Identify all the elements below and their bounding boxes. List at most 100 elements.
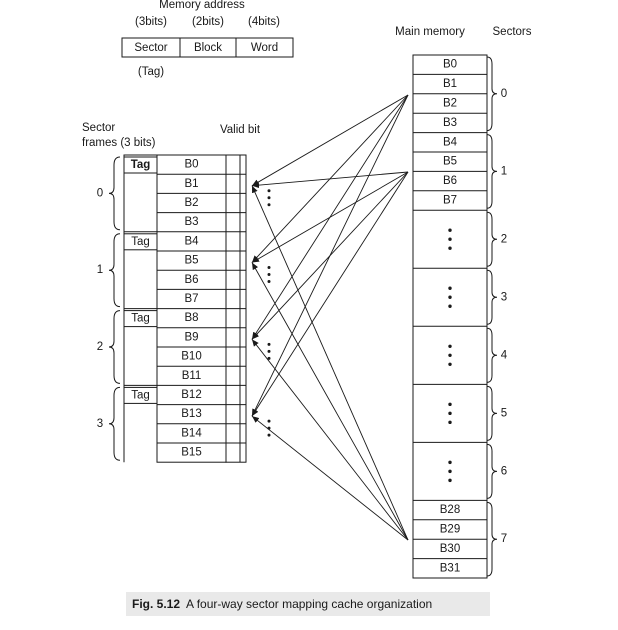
address-field-block: Block: [194, 42, 222, 54]
mapping-arrow: [251, 171, 409, 189]
sector-brace-3: [486, 269, 498, 325]
frame-bracket-3: [123, 384, 157, 463]
mapping-arrow: [251, 171, 409, 340]
mapping-ellipsis-dot: [267, 349, 271, 353]
sectors-heading: Sectors: [493, 26, 532, 38]
memory-ellipsis-dot: [448, 478, 452, 483]
frame-number-1: 1: [97, 264, 103, 276]
sector-number-4: 4: [501, 349, 508, 361]
cache-heading-line1: Sector: [82, 122, 115, 134]
mapping-ellipsis-dot: [267, 189, 271, 193]
sector-brace-1: [486, 134, 498, 209]
mapping-ellipsis-dot: [267, 433, 271, 437]
sector-number-1: 1: [501, 165, 507, 177]
sector-number-6: 6: [501, 465, 507, 477]
sector-brace-0: [486, 56, 498, 132]
cache-block-b11: B11: [182, 370, 202, 382]
memory-ellipsis-dot: [448, 460, 452, 465]
figure-caption: Fig. 5.12 A four-way sector mapping cache…: [126, 592, 490, 616]
cache-block-b2: B2: [184, 197, 198, 209]
memory-address-title: Memory address: [159, 0, 245, 11]
frame-bracket-0: [123, 154, 157, 232]
cache-block-b15: B15: [181, 447, 201, 459]
mapping-arrow: [251, 94, 409, 187]
sector-number-3: 3: [501, 291, 507, 303]
memory-ellipsis-dot: [448, 295, 452, 299]
cache-block-b0: B0: [184, 159, 198, 171]
address-tag-note: (Tag): [138, 66, 164, 78]
figure-caption-text: A four-way sector mapping cache organiza…: [186, 597, 433, 611]
memory-block-top-b2: B2: [443, 98, 457, 110]
cache-block-b10: B10: [181, 351, 201, 363]
cache-block-b13: B13: [181, 408, 201, 420]
sector-number-2: 2: [501, 233, 507, 245]
main-memory-heading: Main memory: [395, 26, 465, 38]
cache-block-b5: B5: [184, 255, 198, 267]
valid-bit-label: Valid bit: [220, 124, 261, 136]
mapping-ellipsis-dot: [267, 273, 271, 277]
memory-ellipsis-dot: [448, 286, 452, 290]
sector-number-5: 5: [501, 407, 507, 419]
memory-block-bottom-b29: B29: [440, 524, 460, 536]
cache-heading-line2: frames (3 bits): [82, 137, 156, 149]
cache-block-b7: B7: [184, 293, 198, 305]
tag-label-2: Tag: [131, 313, 150, 325]
figure-caption-label: Fig. 5.12: [132, 597, 181, 611]
sector-number-0: 0: [501, 88, 507, 100]
cache-block-b12: B12: [181, 389, 201, 401]
cache-block-b8: B8: [184, 312, 198, 324]
mapping-arrow: [251, 339, 409, 541]
sector-brace-2: [486, 211, 498, 267]
sector-brace-4: [486, 327, 498, 383]
sector-brace-5: [486, 385, 498, 441]
memory-ellipsis-dot: [448, 411, 452, 416]
mapping-ellipsis-dot: [267, 203, 271, 207]
memory-ellipsis-dot: [448, 237, 452, 241]
tag-box-3: [123, 386, 158, 404]
tag-box-1: [123, 233, 158, 251]
cache-block-b3: B3: [184, 216, 198, 228]
frame-number-0: 0: [97, 187, 103, 199]
memory-block-bottom-b30: B30: [440, 543, 460, 555]
memory-ellipsis-dot: [448, 246, 452, 250]
memory-ellipsis-dot: [448, 469, 452, 474]
memory-block-top-b5: B5: [443, 156, 457, 168]
tag-label-1: Tag: [131, 236, 150, 248]
mapping-ellipsis-dot: [267, 196, 271, 200]
sector-brace-7: [486, 501, 498, 577]
memory-block-bottom-b28: B28: [440, 504, 460, 516]
frame-number-2: 2: [97, 341, 103, 353]
address-bits-0: (3bits): [135, 16, 167, 28]
frame-brace-3: [108, 386, 121, 461]
cache-block-b14: B14: [181, 427, 202, 439]
mapping-ellipsis-dot: [267, 356, 271, 360]
mapping-arrow: [251, 185, 409, 541]
memory-block-top-b3: B3: [443, 117, 457, 129]
memory-ellipsis-dot: [448, 362, 452, 366]
memory-ellipsis-dot: [448, 402, 452, 407]
mapping-arrow: [251, 171, 409, 417]
tag-box-2: [123, 310, 158, 328]
mapping-arrow: [251, 415, 409, 541]
tag-label-0: Tag: [131, 159, 151, 171]
frame-number-3: 3: [97, 418, 103, 430]
memory-ellipsis-dot: [448, 353, 452, 357]
memory-ellipsis-dot: [448, 420, 452, 425]
mapping-ellipsis-dot: [267, 266, 271, 270]
frame-brace-1: [108, 233, 121, 308]
mapping-ellipsis-dot: [267, 280, 271, 284]
frame-bracket-1: [123, 231, 157, 309]
mapping-arrow: [251, 262, 409, 541]
memory-block-top-b6: B6: [443, 175, 457, 187]
address-bits-2: (4bits): [248, 16, 280, 28]
address-field-word: Word: [251, 42, 278, 54]
cache-block-b9: B9: [184, 331, 198, 343]
mapping-ellipsis-dot: [267, 342, 271, 346]
memory-block-top-b7: B7: [443, 195, 457, 207]
sector-brace-6: [486, 443, 498, 499]
frame-brace-0: [108, 156, 121, 231]
frame-bracket-2: [123, 308, 157, 386]
frame-brace-2: [108, 310, 121, 384]
